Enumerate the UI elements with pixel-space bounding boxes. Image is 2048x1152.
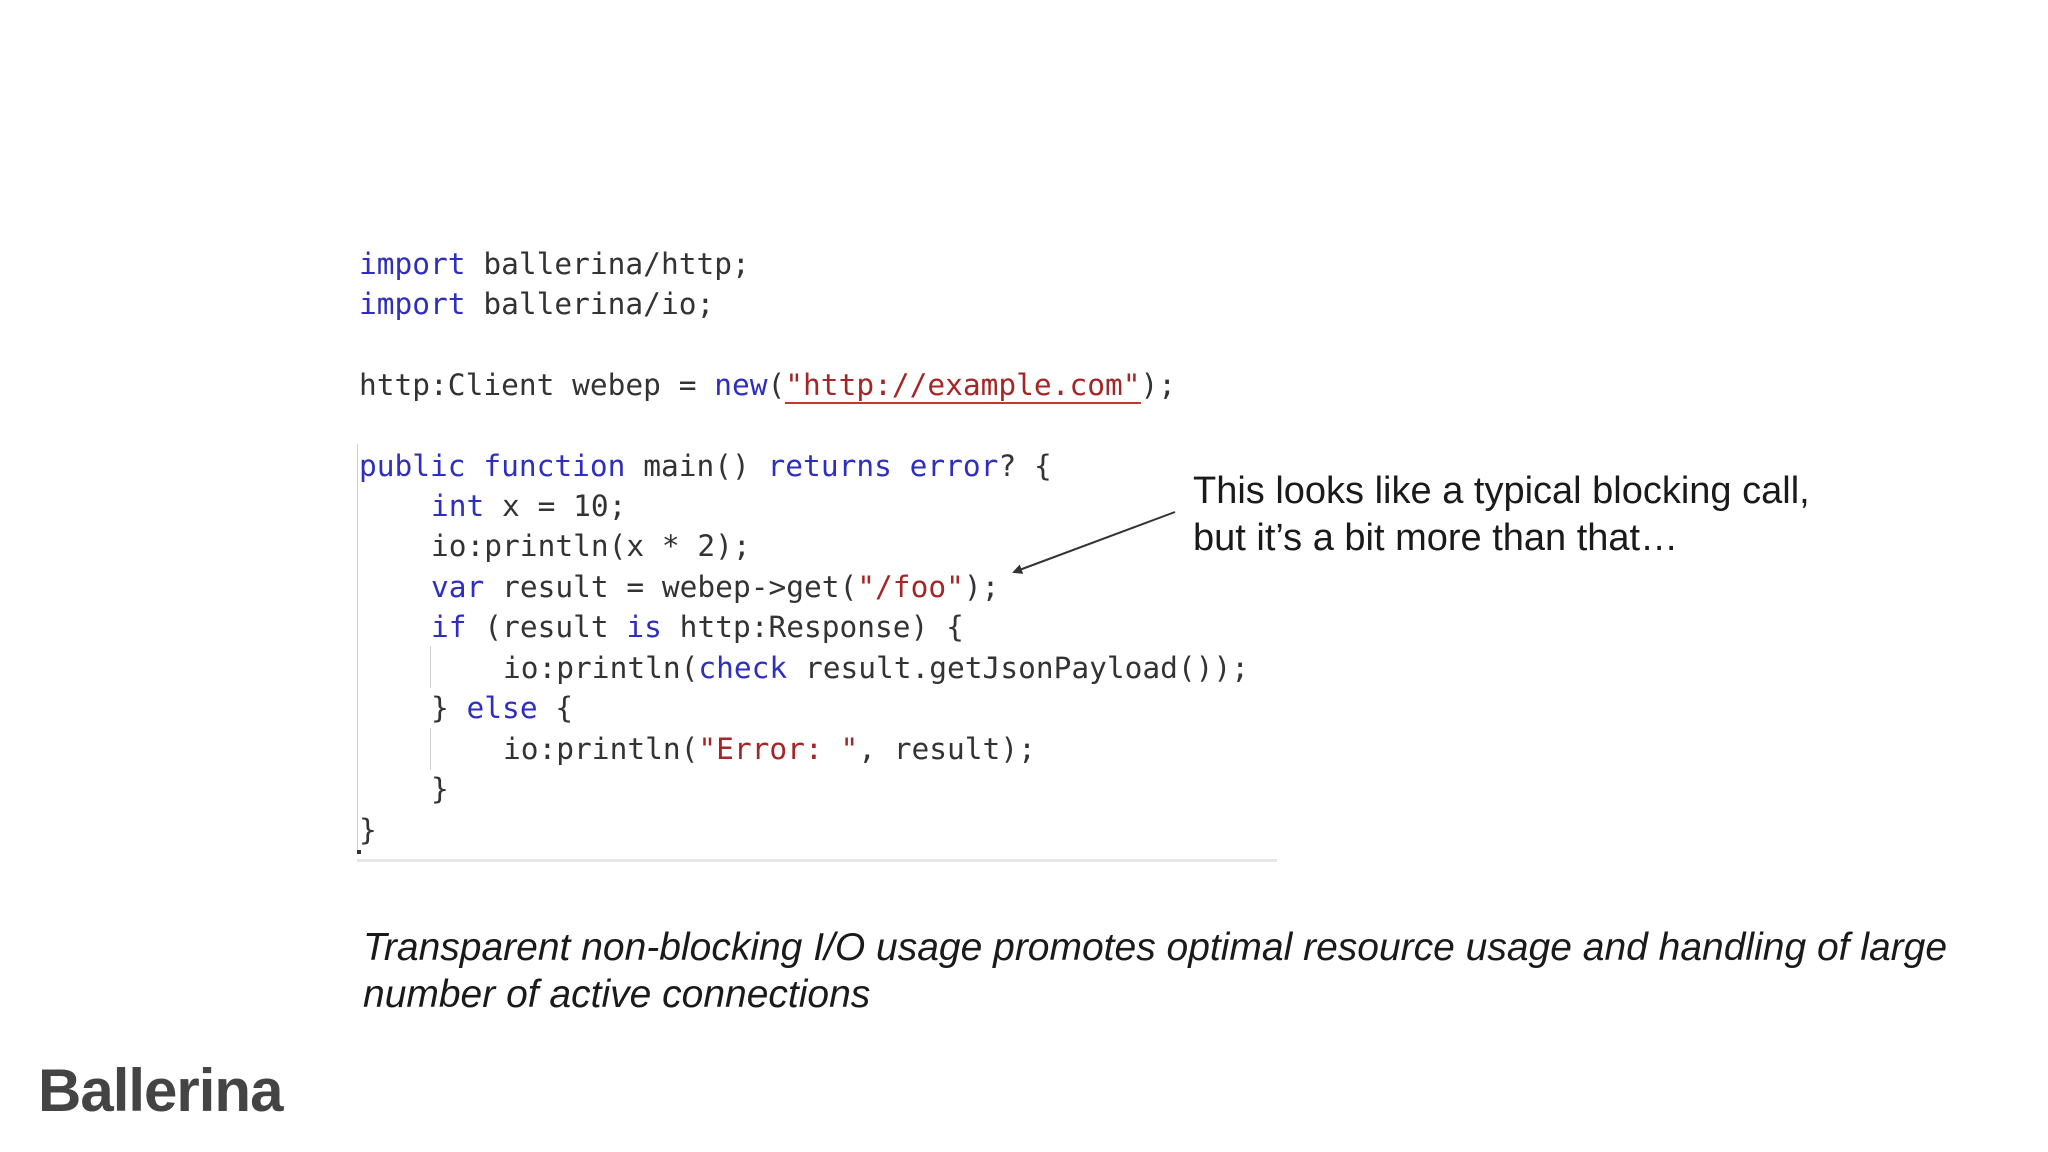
keyword: import bbox=[359, 247, 466, 281]
code-text: io:println( bbox=[503, 651, 699, 685]
code-snippet: import ballerina/http; import ballerina/… bbox=[357, 242, 1277, 862]
code-line-2: import ballerina/io; bbox=[359, 284, 714, 324]
code-text: ); bbox=[963, 570, 1000, 604]
code-text: io:println(x * 2); bbox=[431, 529, 751, 563]
code-line-6: io:println(x * 2); bbox=[431, 526, 751, 566]
code-line-9: io:println(check result.getJsonPayload()… bbox=[503, 648, 1249, 688]
url-string: "http://example.com" bbox=[785, 368, 1141, 404]
cursor-dot bbox=[357, 850, 361, 854]
code-text: http:Response) { bbox=[661, 610, 964, 644]
code-line-10: } else { bbox=[431, 688, 573, 728]
code-line-4: public function main() returns error? { bbox=[359, 446, 1052, 486]
code-text: (result bbox=[466, 610, 627, 644]
code-line-13: } bbox=[359, 810, 377, 850]
code-text: io:println( bbox=[503, 732, 699, 766]
keyword: new bbox=[714, 368, 768, 402]
code-line-1: import ballerina/http; bbox=[359, 244, 750, 284]
keyword: var bbox=[431, 570, 485, 604]
code-text: ballerina/io; bbox=[465, 287, 715, 321]
code-text: x = 10; bbox=[484, 489, 627, 523]
code-text: ( bbox=[767, 368, 786, 402]
code-line-3: http:Client webep = new("http://example.… bbox=[359, 365, 1176, 405]
code-text: ); bbox=[1140, 368, 1177, 402]
code-text: ? { bbox=[998, 449, 1052, 483]
indent-guide bbox=[430, 728, 431, 770]
code-text: ballerina/http; bbox=[465, 247, 750, 281]
keyword: public bbox=[359, 449, 466, 483]
string-literal: "/foo" bbox=[857, 570, 964, 604]
code-text: } bbox=[431, 772, 449, 806]
caption-line-2: number of active connections bbox=[363, 973, 871, 1016]
keyword: returns bbox=[767, 449, 892, 483]
code-line-7: var result = webep->get("/foo"); bbox=[431, 567, 999, 607]
code-line-8: if (result is http:Response) { bbox=[431, 607, 964, 647]
code-text: } bbox=[359, 813, 377, 847]
annotation-text: This looks like a typical blocking call,… bbox=[1193, 468, 1953, 562]
code-text: result = webep->get( bbox=[484, 570, 858, 604]
keyword: is bbox=[626, 610, 662, 644]
keyword: if bbox=[431, 610, 467, 644]
code-text: , result); bbox=[858, 732, 1036, 766]
ballerina-logo: Ballerina bbox=[38, 1057, 283, 1124]
keyword: function bbox=[483, 449, 626, 483]
slide-caption: Transparent non-blocking I/O usage promo… bbox=[363, 924, 2003, 1018]
keyword: error bbox=[909, 449, 999, 483]
code-text: result.getJsonPayload()); bbox=[787, 651, 1249, 685]
code-line-11: io:println("Error: ", result); bbox=[503, 729, 1036, 769]
caption-line-1: Transparent non-blocking I/O usage promo… bbox=[363, 926, 1948, 969]
keyword: int bbox=[431, 489, 485, 523]
code-text: http:Client webep = bbox=[359, 368, 715, 402]
annotation-line-2: but it’s a bit more than that… bbox=[1193, 517, 1679, 559]
code-text: } bbox=[431, 691, 467, 725]
indent-guide bbox=[357, 444, 358, 854]
code-line-5: int x = 10; bbox=[431, 486, 626, 526]
keyword: else bbox=[466, 691, 538, 725]
code-line-12: } bbox=[431, 769, 449, 809]
keyword: import bbox=[359, 287, 466, 321]
keyword: check bbox=[698, 651, 788, 685]
code-text: { bbox=[537, 691, 574, 725]
string-literal: "Error: " bbox=[698, 732, 859, 766]
code-text: main() bbox=[625, 449, 768, 483]
annotation-line-1: This looks like a typical blocking call, bbox=[1193, 470, 1810, 512]
indent-guide bbox=[430, 646, 431, 688]
